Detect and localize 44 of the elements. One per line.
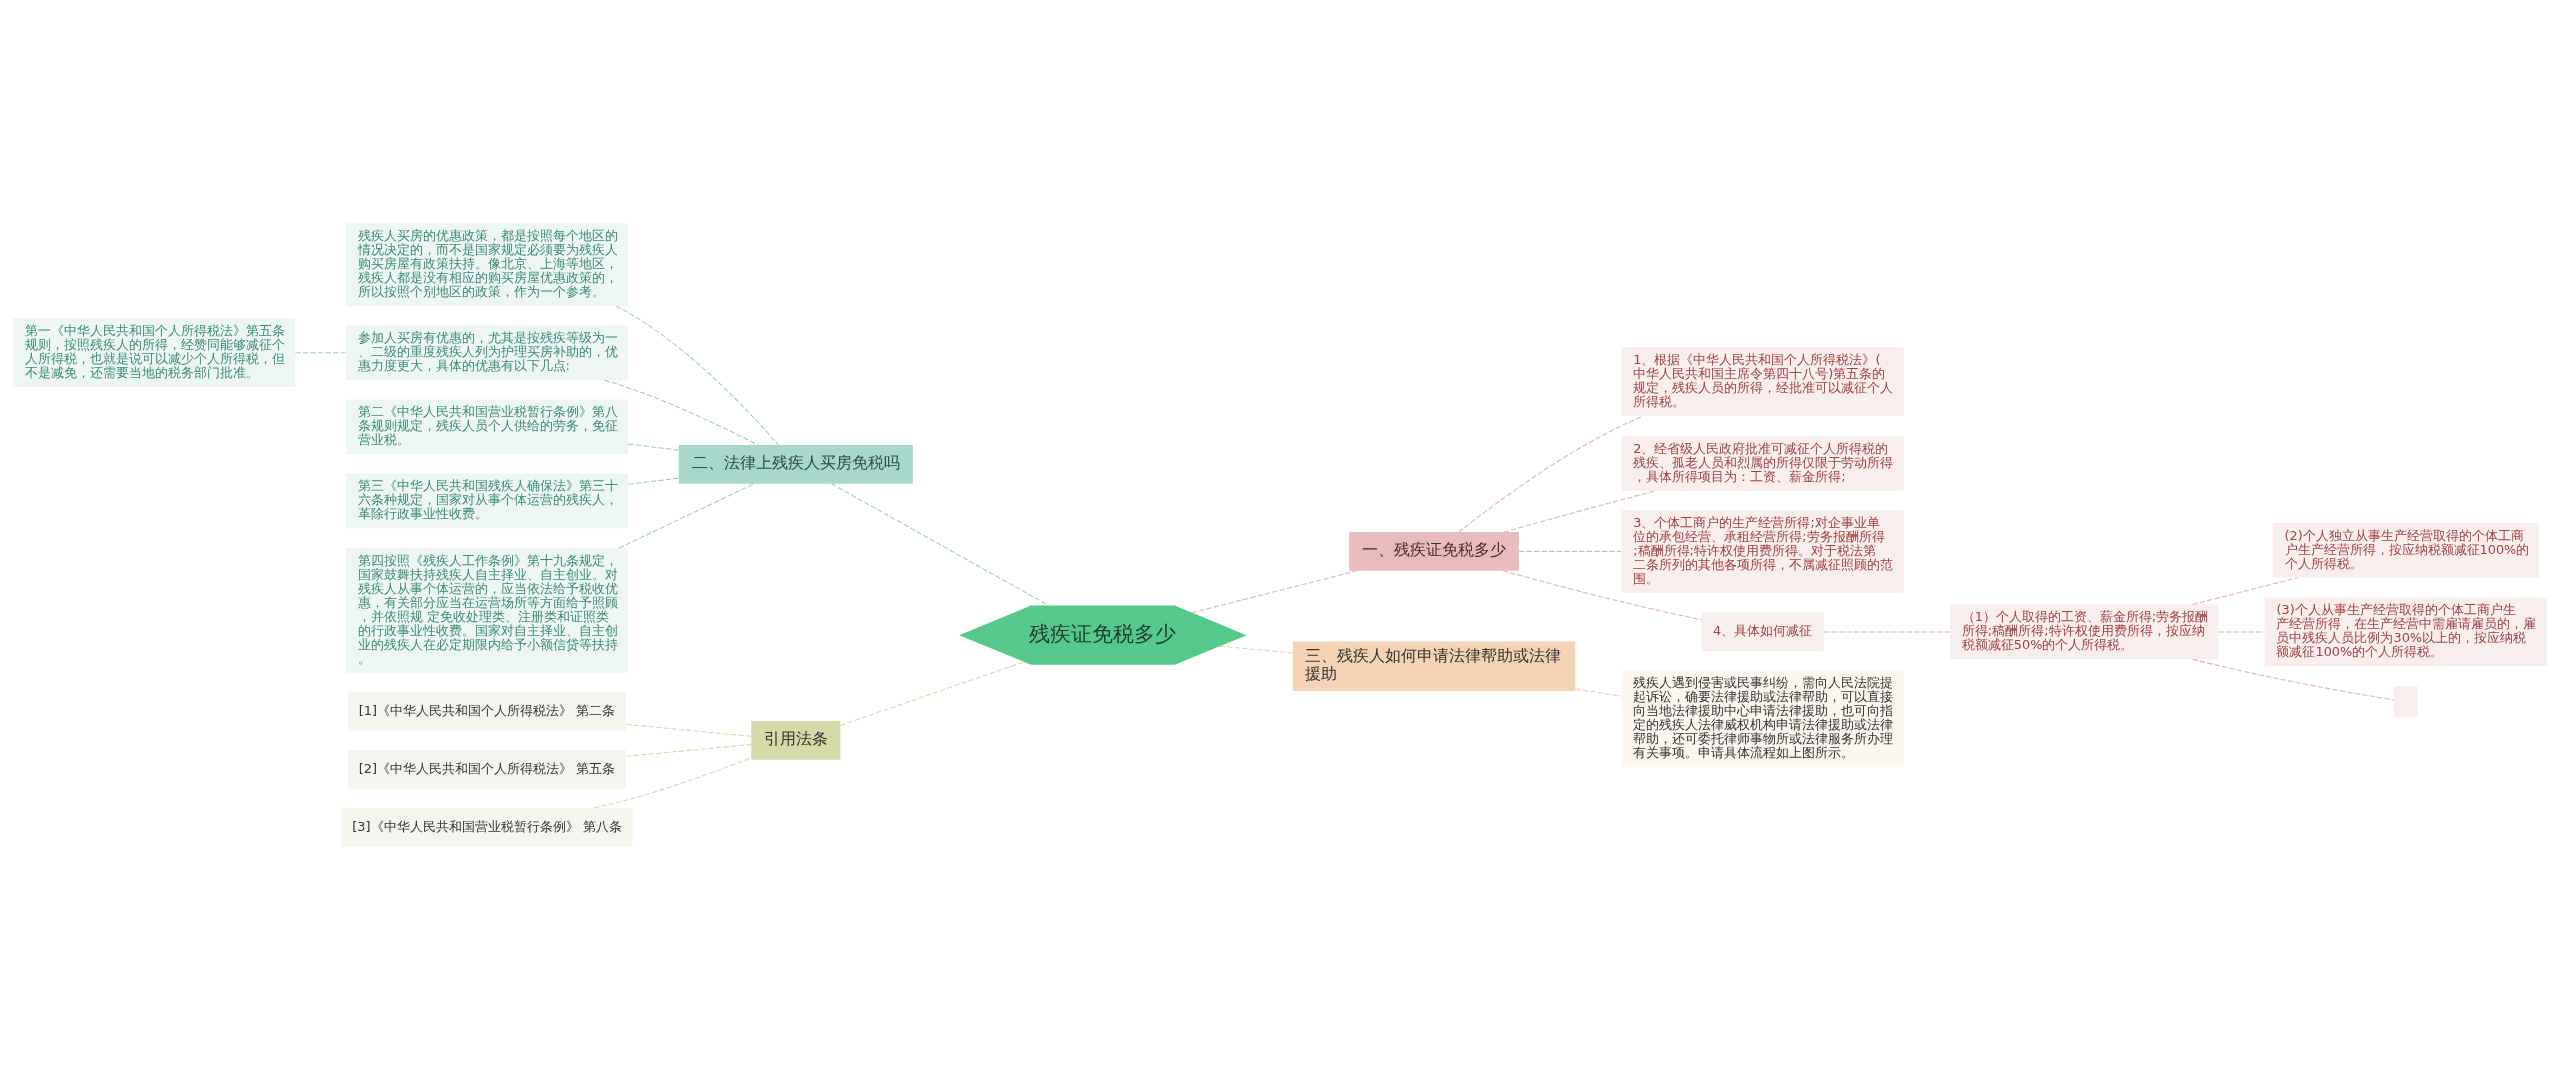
connector — [627, 442, 679, 451]
connector — [1458, 415, 1644, 532]
connector — [604, 379, 759, 446]
connector — [625, 723, 752, 737]
node-box: 二、法律上残疾人买房免税吗 — [678, 444, 913, 484]
node-box: [3]《中华人民共和国营业税暂行条例》 第八条 — [341, 807, 633, 847]
connector — [1823, 630, 1951, 632]
node-box: 一、残疾证免税多少 — [1349, 531, 1519, 571]
connector — [593, 756, 752, 809]
node-box: （1）个人取得的工资、薪金所得;劳务报酬所得;稿酬所得;特许权使用费所得，按应纳税额减征50%的个人所得税。 — [1950, 604, 2219, 659]
connector — [1502, 569, 1702, 620]
node-box: 2、经省级人民政府批准可减征个人所得税的残疾、孤老人员和烈属的所得仅限于劳动所得，具体所得项目为：工资、薪金所得; — [1621, 435, 1904, 491]
connector — [2192, 576, 2299, 605]
node-box: 第二《中华人民共和国营业税暂行条例》第八条规则规定，残疾人员个人供给的劳务，免征营业税。 — [345, 398, 629, 454]
node-box: [1]《中华人民共和国个人所得税法》 第二条 — [347, 691, 627, 731]
node-box: 引用法条 — [751, 720, 841, 760]
connector — [2192, 658, 2395, 700]
node-box: 第一《中华人民共和国个人所得税法》第五条规则，按照残疾人的所得，经赞同能够减征个人所得税，也就是说可以减少个人所得税，但不是减免，还需要当地的税务部门批准。 — [12, 317, 296, 387]
node-box: [2]《中华人民共和国个人所得税法》 第五条 — [347, 749, 627, 789]
node-box: 第三《中华人民共和国残疾人确保法》第三十六条种规定，国家对从事个体运营的残疾人，革除行政事业性收费。 — [345, 473, 629, 528]
connector — [1191, 569, 1358, 613]
node-box: 1、根据《中华人民共和国个人所得税法》(中华人民共和国主席令第四十八号)第五条的规定，残疾人员的所得，经批准可以减征个人所得税。 — [1621, 346, 1904, 416]
connector — [615, 305, 779, 445]
node-box: (2)个人独立从事生产经营取得的个体工商户生产经营所得，按应纳税额减征100%的个人所得税。 — [2272, 522, 2540, 578]
node-box: 3、个体工商户的生产经营所得;对企事业单位的承包经营、承租经营所得;劳务报酬所得;稿酬所得;特许权使用费所得。对于税法第二条所列的其他各项所得，不属减征照顾的范围。 — [1621, 509, 1904, 593]
node-box: 三、残疾人如何申请法律帮助或法律援助 — [1292, 641, 1576, 691]
node-box — [2394, 685, 2418, 717]
connector — [294, 351, 346, 353]
connector — [831, 482, 1050, 606]
connector — [618, 482, 755, 549]
node-box: 第四按照《残疾人工作条例》第十九条规定，国家鼓舞扶持残疾人自主择业、自主创业。对残疾人从事个体运营的，应当依法给予税收优惠，有关部分应当在运营场所等方面给予照顾，并依照规 定免收处理类、注册类和证照类的行政事业性收费。国家对自主择业、自主创业的残疾人在必定期限内给予小额信贷等扶持。 — [345, 547, 629, 673]
connector — [840, 660, 1025, 726]
connector — [1574, 687, 1622, 697]
connector — [1518, 550, 1622, 552]
connector — [625, 743, 752, 757]
node-box: (3)个人从事生产经营取得的个体工商户生产经营所得，在生产经营中需雇请雇员的，雇员中残疾人员比例为30%以上的，按应纳税额减征100%的个人所得税。 — [2264, 597, 2548, 666]
connector — [2217, 630, 2266, 632]
connector — [1219, 645, 1294, 654]
node-box: 参加人买房有优惠的，尤其是按残疾等级为一、二级的重度残疾人列为护理买房补助的，优惠力度更大，具体的优惠有以下几点: — [345, 324, 629, 380]
node-box: 4、具体如何减征 — [1701, 612, 1824, 651]
node-box: 残疾人遇到侵害或民事纠纷，需向人民法院提起诉讼，确要法律援助或法律帮助，可以直接向当地法律援助中心申请法律援助，也可向指定的残疾人法律威权机构申请法律援助或法律帮助，还可委托律师事物所或法律服务所办理有关事项。申请具体流程如上图所示。 — [1621, 670, 1904, 767]
connector — [627, 477, 679, 485]
node-box: 残疾人买房的优惠政策，都是按照每个地区的情况决定的，而不是国家规定必须要为残疾人购买房屋有政策扶持。像北京、上海等地区，残疾人都是没有相应的购买房屋优惠政策的，所以按照个别地区的政策，作为一个参考。 — [345, 222, 629, 306]
connector — [1503, 489, 1657, 533]
